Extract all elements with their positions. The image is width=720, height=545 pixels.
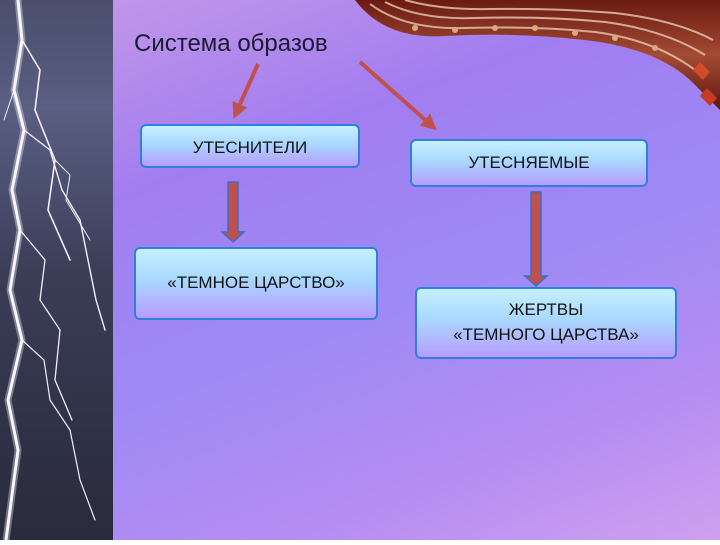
node-oppressors-label: УТЕСНИТЕЛИ bbox=[192, 138, 308, 157]
node-dark-kingdom: «ТЕМНОЕ ЦАРСТВО» bbox=[134, 247, 378, 320]
arrow-title-to-oppressed bbox=[358, 60, 437, 131]
diagram-title: Система образов bbox=[134, 30, 328, 57]
node-victims: ЖЕРТВЫ «ТЕМНОГО ЦАРСТВА» bbox=[415, 287, 677, 359]
drape-decoration bbox=[345, 0, 720, 110]
node-victims-label: ЖЕРТВЫ «ТЕМНОГО ЦАРСТВА» bbox=[453, 300, 639, 344]
node-oppressed-label: УТЕСНЯЕМЫЕ bbox=[468, 152, 590, 172]
block-arrow-oppressors-to-dark-kingdom bbox=[220, 181, 246, 244]
node-oppressors: УТЕСНИТЕЛИ bbox=[140, 124, 360, 168]
arrow-title-to-oppressors bbox=[232, 63, 260, 119]
node-oppressed: УТЕСНЯЕМЫЕ bbox=[410, 139, 648, 187]
block-arrow-oppressed-to-victims bbox=[523, 191, 549, 288]
lightning-image bbox=[0, 0, 113, 542]
node-dark-kingdom-label: «ТЕМНОЕ ЦАРСТВО» bbox=[167, 273, 345, 292]
